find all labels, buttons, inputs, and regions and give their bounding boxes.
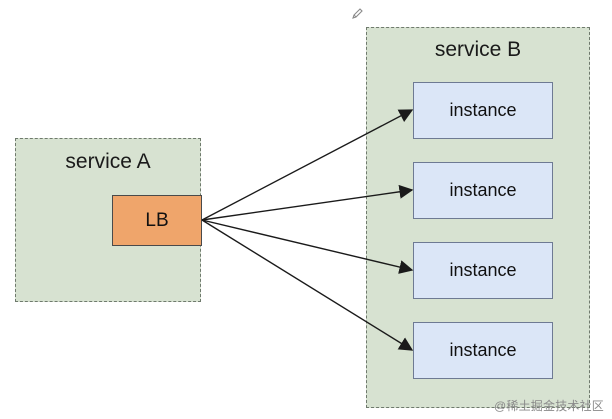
instance-box-2: instance <box>413 162 553 219</box>
service-a-title: service A <box>65 150 151 173</box>
arrow-to-instance-4 <box>201 219 414 351</box>
arrow-to-instance-3 <box>201 219 414 274</box>
instance-box-3: instance <box>413 242 553 299</box>
pen-icon <box>352 8 363 19</box>
arrow-to-instance-2 <box>201 184 414 221</box>
instance-box-4: instance <box>413 322 553 379</box>
watermark-text: @稀土掘金技术社区 <box>494 399 604 413</box>
service-b-title: service B <box>434 38 522 61</box>
arrow-to-instance-1 <box>201 109 414 221</box>
load-balancer-box: LB <box>112 195 202 246</box>
instance-box-1: instance <box>413 82 553 139</box>
